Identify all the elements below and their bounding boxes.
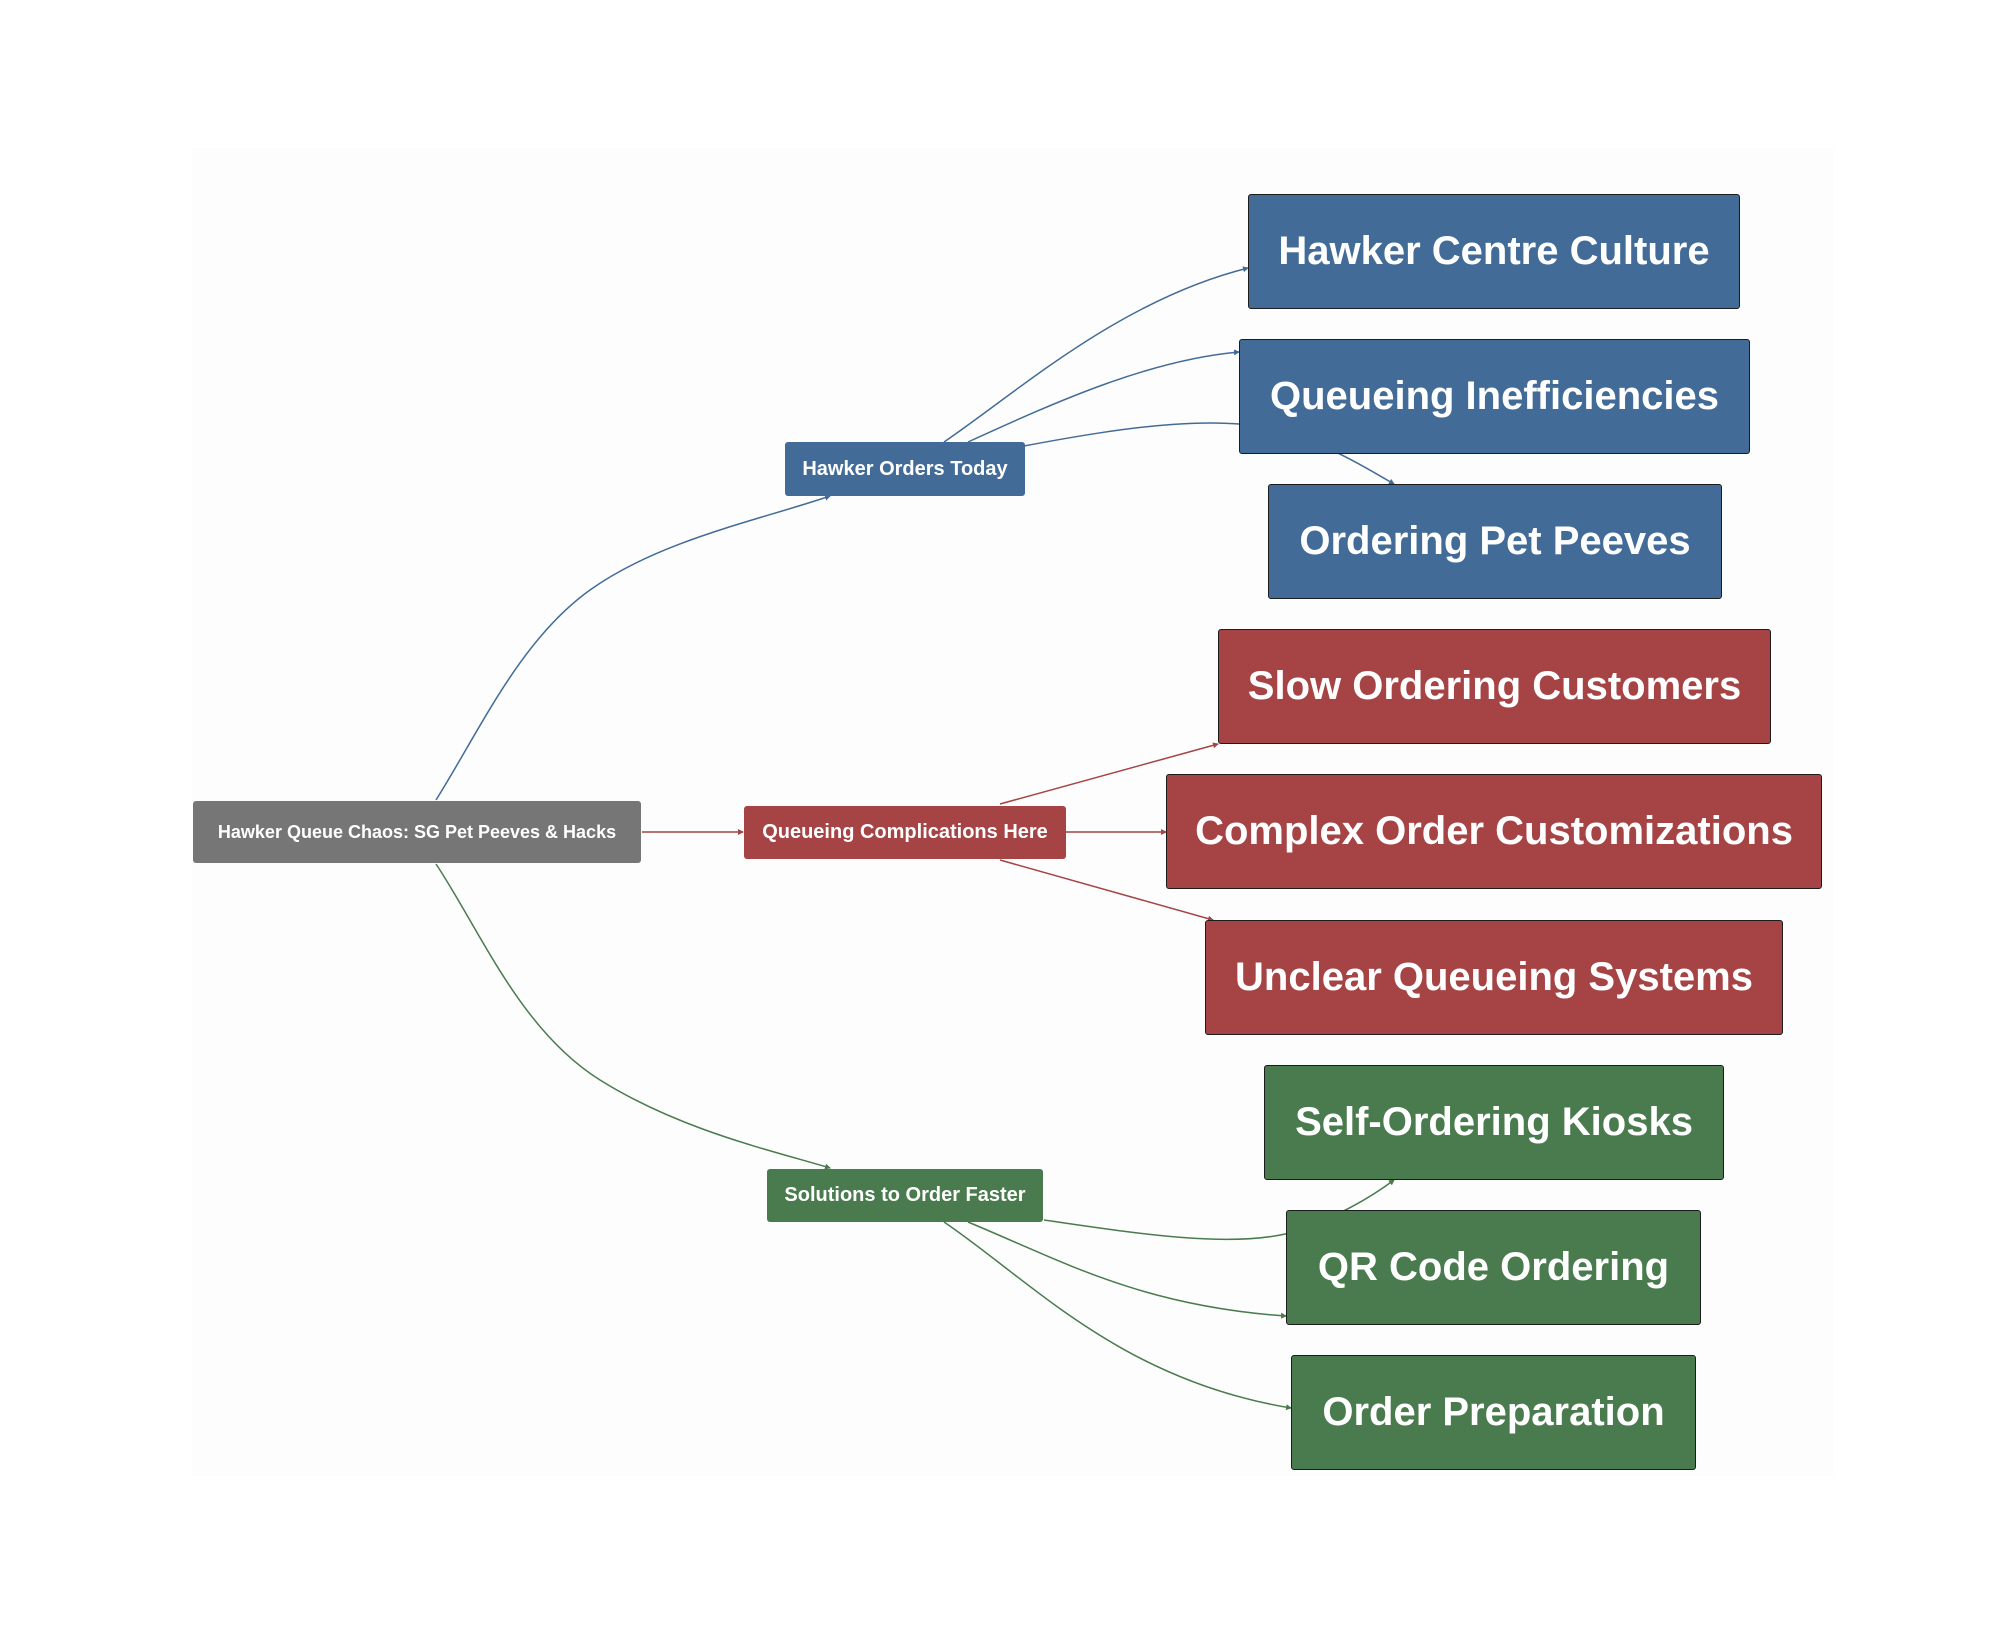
branch-node-complications[interactable]: Queueing Complications Here xyxy=(744,806,1066,859)
branch-node-label: Queueing Complications Here xyxy=(762,821,1048,843)
edge-root-to-orders xyxy=(435,494,831,801)
leaf-node-label: Queueing Inefficiencies xyxy=(1269,374,1719,418)
edge-solutions-to-order-preparation xyxy=(943,1221,1292,1411)
edge-complications-to-unclear-queueing-systems xyxy=(999,859,1214,922)
leaf-node-label: Ordering Pet Peeves xyxy=(1299,519,1691,563)
edge-orders-to-queueing-inefficiencies xyxy=(967,349,1240,443)
leaf-node-hawker-centre-culture[interactable]: Hawker Centre Culture xyxy=(1248,194,1740,309)
leaf-node-label: QR Code Ordering xyxy=(1317,1245,1670,1289)
leaf-node-ordering-pet-peeves[interactable]: Ordering Pet Peeves xyxy=(1268,484,1722,599)
root-node[interactable]: Hawker Queue Chaos: SG Pet Peeves & Hack… xyxy=(193,801,641,863)
edge-solutions-to-self-ordering-kiosks xyxy=(1043,1179,1395,1241)
leaf-node-unclear-queueing-systems[interactable]: Unclear Queueing Systems xyxy=(1205,920,1783,1035)
branch-node-orders[interactable]: Hawker Orders Today xyxy=(785,442,1025,496)
leaf-node-self-ordering-kiosks[interactable]: Self-Ordering Kiosks xyxy=(1264,1065,1724,1180)
leaf-node-label: Self-Ordering Kiosks xyxy=(1295,1100,1693,1144)
root-node-label: Hawker Queue Chaos: SG Pet Peeves & Hack… xyxy=(217,821,617,842)
leaf-node-qr-code-ordering[interactable]: QR Code Ordering xyxy=(1286,1210,1701,1325)
leaf-node-label: Hawker Centre Culture xyxy=(1278,229,1710,273)
edge-solutions-to-qr-code-ordering xyxy=(967,1221,1287,1319)
edge-root-to-solutions xyxy=(435,863,831,1170)
leaf-node-complex-order-customizations[interactable]: Complex Order Customizations xyxy=(1166,774,1822,889)
leaf-node-label: Unclear Queueing Systems xyxy=(1235,955,1753,999)
edge-complications-to-slow-ordering-customers xyxy=(999,742,1219,805)
leaf-node-order-preparation[interactable]: Order Preparation xyxy=(1291,1355,1696,1470)
leaf-node-queueing-inefficiencies[interactable]: Queueing Inefficiencies xyxy=(1239,339,1750,454)
leaf-node-label: Complex Order Customizations xyxy=(1195,809,1793,853)
branch-node-label: Hawker Orders Today xyxy=(802,457,1008,480)
leaf-node-label: Order Preparation xyxy=(1322,1390,1665,1434)
edge-orders-to-hawker-centre-culture xyxy=(943,266,1249,443)
leaf-node-label: Slow Ordering Customers xyxy=(1247,664,1742,708)
leaf-node-slow-ordering-customers[interactable]: Slow Ordering Customers xyxy=(1218,629,1771,744)
branch-node-label: Solutions to Order Faster xyxy=(784,1184,1026,1206)
branch-node-solutions[interactable]: Solutions to Order Faster xyxy=(767,1169,1043,1222)
